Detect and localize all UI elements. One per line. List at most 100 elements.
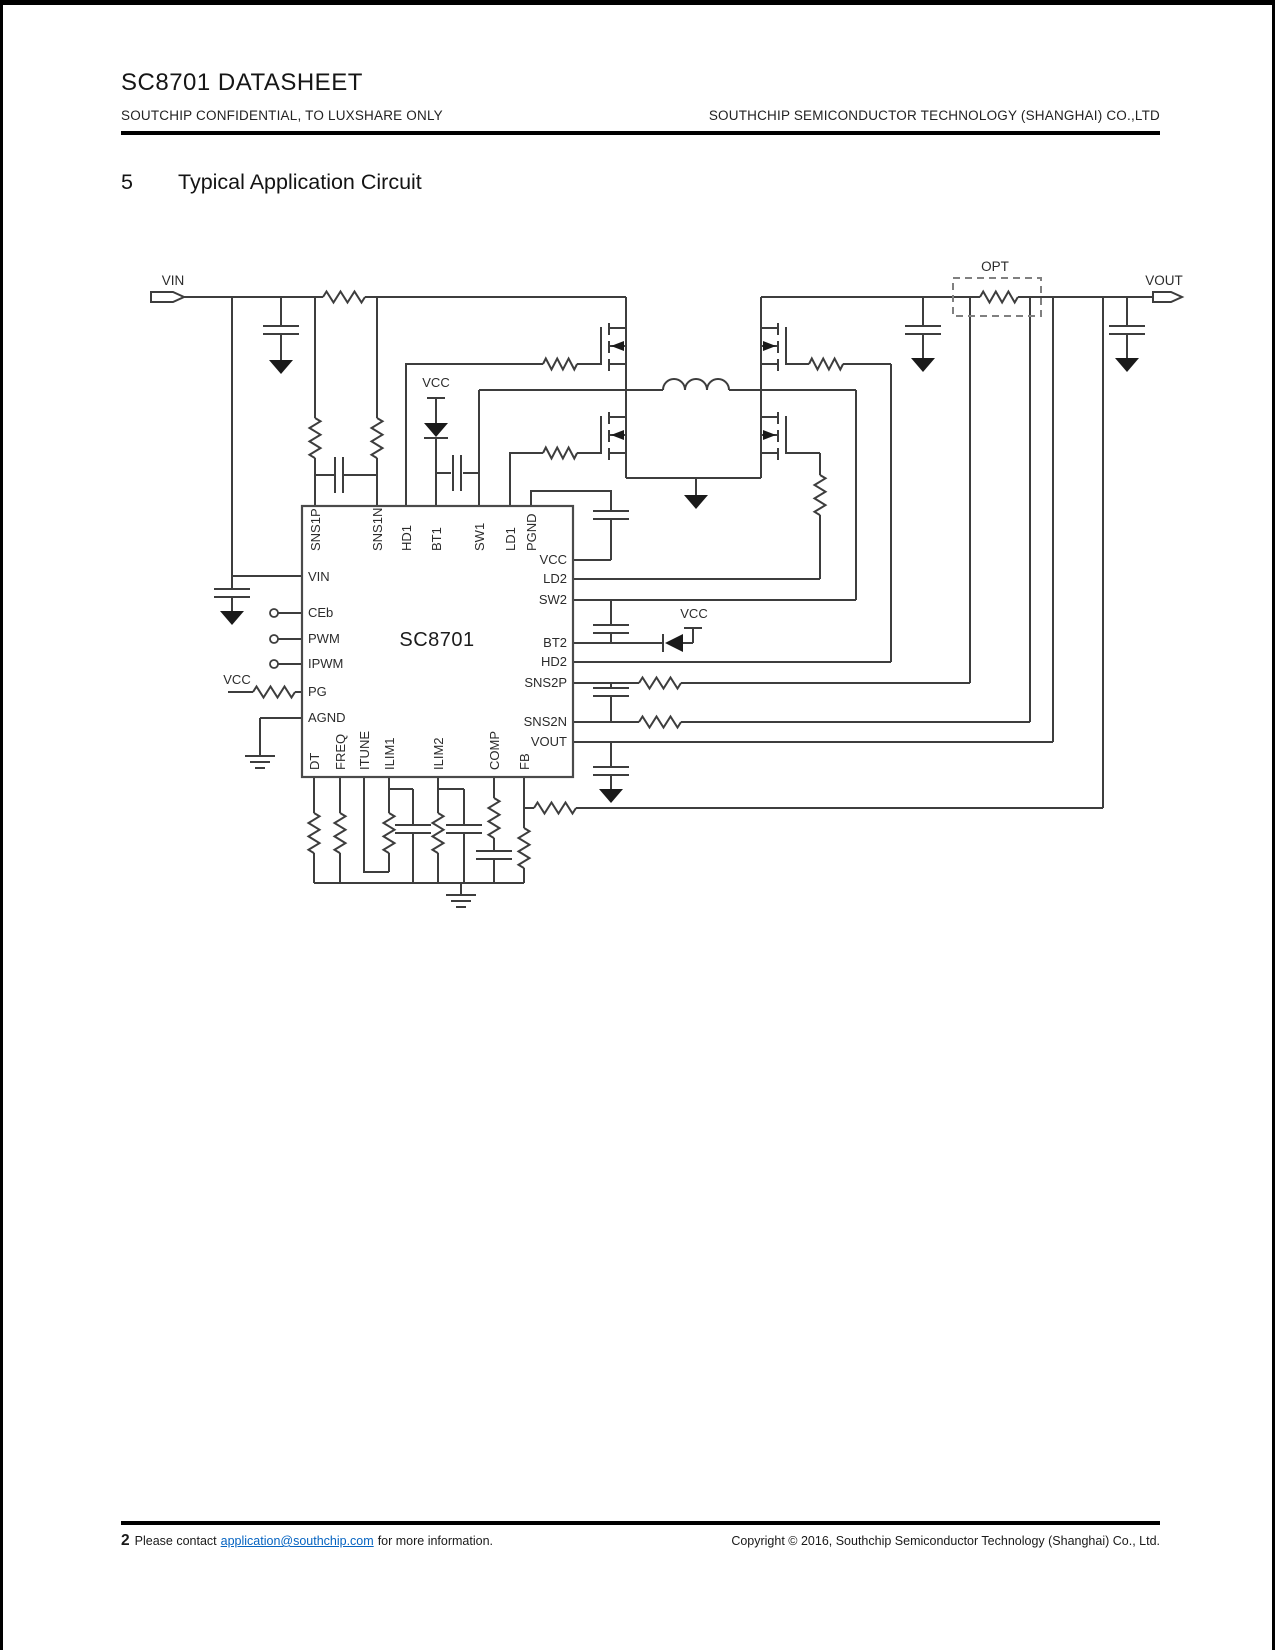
ic-sc8701: SC8701 SNS1P SNS1N HD1 BT1 SW1 LD1 PGND … [300,504,575,779]
section-title: Typical Application Circuit [178,170,422,194]
resistor [638,675,682,691]
pin-label-hd1: HD1 [399,525,414,551]
opt-resistor: OPT [952,259,1042,317]
ilim1-network [381,777,431,883]
hd2-wire [573,364,892,663]
diode-symbol [424,423,448,437]
section-number: 5 [121,170,133,194]
pin-label-ilim2: ILIM2 [431,737,446,770]
bridge-ground [626,477,761,509]
pin-label-dt: DT [307,753,322,770]
pin-label-ilim1: ILIM1 [382,737,397,770]
capacitor [593,600,629,643]
mosfet-q2-low-side-1 [600,412,626,460]
pin-label-ld2: LD2 [543,571,567,586]
pin-label-freq: FREQ [333,734,348,770]
ground-arrow-symbol [1115,358,1139,372]
pin-label-agnd: AGND [308,710,346,725]
hd1-wire [405,356,601,506]
pin-label-bt1: BT1 [429,527,444,551]
page-number: 2 [121,1532,130,1549]
input-capacitor-1 [263,297,299,374]
bottom-ground-rail [314,882,524,908]
pin-label-ceb: CEb [308,605,333,620]
pin-label-sw2: SW2 [539,592,567,607]
pwm-pin-wire [269,634,302,644]
pin-label-itune: ITUNE [357,731,372,770]
mosfet-q4-low-side-2 [761,412,828,579]
sw2-wire [573,390,857,601]
pin-label-fb: FB [517,753,532,770]
company-name: SOUTHCHIP SEMICONDUCTOR TECHNOLOGY (SHAN… [708,108,1160,123]
pin-label-vout: VOUT [531,734,567,749]
comp-network [476,777,512,883]
resistor [638,714,682,730]
copyright-text: Copyright © 2016, Southchip Semiconducto… [731,1534,1160,1548]
diode-symbol [665,634,683,652]
input-sense-resistor [322,289,366,305]
pin-label-ipwm: IPWM [308,656,343,671]
resistor [306,812,322,854]
resistor [533,800,577,816]
vin-connector: VIN [150,273,187,303]
ground-symbol [314,882,524,908]
resistor [307,417,323,459]
vcc-label-bt1: VCC [422,375,449,390]
vout-connector: VOUT [1145,273,1185,303]
sns2-network [573,297,1031,730]
resistor [516,827,532,869]
ilim2-network [430,777,482,883]
contact-email-link[interactable]: application@southchip.com [220,1534,374,1548]
ground-symbol [245,717,302,769]
header-rule [121,131,1160,135]
capacitor [315,457,377,493]
dt-network [306,777,322,883]
output-capacitor-2 [1109,297,1145,372]
fb-divider [516,297,1104,883]
pgnd-vcc-decoupling [530,490,629,561]
pin-label-pg: PG [308,684,327,699]
ipwm-pin-wire [269,659,302,669]
capacitor [593,683,629,722]
pin-label-bt2: BT2 [543,635,567,650]
pin-label-pgnd: PGND [524,513,539,551]
ld1-wire [509,445,601,506]
ground-arrow-symbol [911,358,935,372]
pin-label-sns1n: SNS1N [370,508,385,551]
agnd-wire [245,717,302,769]
capacitor [436,455,479,491]
resistor [979,289,1019,305]
ic-name-label: SC8701 [399,629,474,651]
freq-network [332,777,348,883]
ground-arrow-symbol [269,360,293,374]
vin-net-label: VIN [162,273,185,288]
capacitor [438,788,482,883]
vin-pin-branch [214,297,302,625]
header-subrow: SOUTCHIP CONFIDENTIAL, TO LUXSHARE ONLY … [121,108,1160,123]
application-circuit-schematic: VIN VC [150,259,1185,908]
confidential-note: SOUTCHIP CONFIDENTIAL, TO LUXSHARE ONLY [121,108,443,123]
pin-label-pwm: PWM [308,631,340,646]
capacitor [476,838,512,883]
pg-pullup: VCC [223,672,302,700]
ground-arrow-symbol [599,789,623,803]
resistor [542,356,578,372]
pin-label-vin: VIN [308,569,330,584]
vcc-label-pg: VCC [223,672,250,687]
ground-arrow-symbol [684,495,708,509]
mosfet-q1-high-side-1 [600,297,627,478]
doc-title: SC8701 DATASHEET [121,69,363,96]
resistor [369,417,385,459]
ceb-pin-wire [269,608,302,618]
resistor [808,356,844,372]
footer-rule [121,1521,1160,1525]
capacitor [593,742,629,789]
pin-label-sns2n: SNS2N [524,714,567,729]
resistor [812,474,828,516]
resistor [332,812,348,854]
output-capacitor-1 [905,297,941,372]
pin-label-sns2p: SNS2P [524,675,567,690]
bt2-bootstrap: VCC [573,600,708,652]
